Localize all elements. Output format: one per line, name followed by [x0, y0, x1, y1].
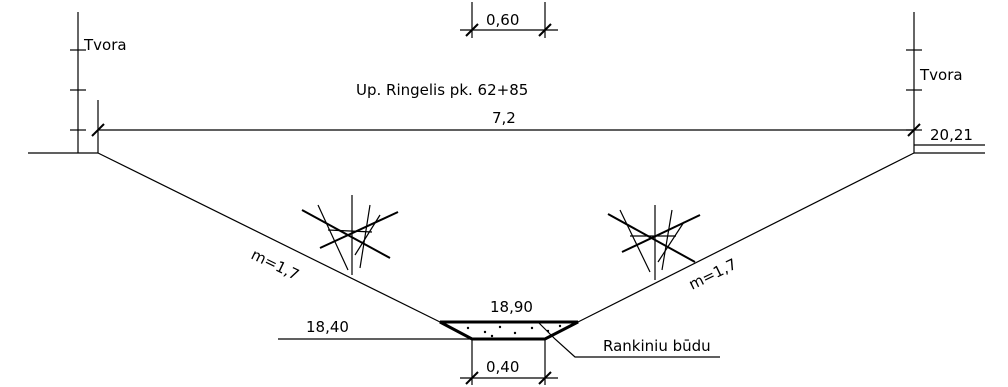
bottom-width-upper-label: 0,60 — [486, 11, 519, 29]
bottom-width-lower-label: 0,40 — [486, 358, 519, 376]
top-level-label: 20,21 — [930, 126, 973, 144]
slope-left-label: m=1,7 — [248, 245, 302, 284]
vegetation-right-icon — [607, 205, 701, 280]
top-width-label: 7,2 — [492, 109, 516, 127]
vegetation-left-icon — [301, 195, 399, 275]
drawing-title: Up. Ringelis pk. 62+85 — [356, 81, 528, 99]
top-width-dimension — [91, 123, 921, 137]
bottom-width-dimension-lower — [460, 339, 558, 385]
left-slope — [97, 152, 441, 323]
bottom-level-label: 18,90 — [490, 298, 533, 316]
fence-left-label: Tvora — [83, 36, 127, 54]
right-slope — [577, 152, 915, 323]
channel-bed-fill — [439, 320, 579, 341]
method-label: Rankiniu būdu — [603, 337, 711, 355]
fence-right-label: Tvora — [919, 66, 963, 84]
left-level-label: 18,40 — [306, 318, 349, 336]
bottom-width-dimension-upper — [460, 2, 558, 38]
left-fence-post — [70, 12, 86, 153]
method-leader — [537, 321, 720, 358]
